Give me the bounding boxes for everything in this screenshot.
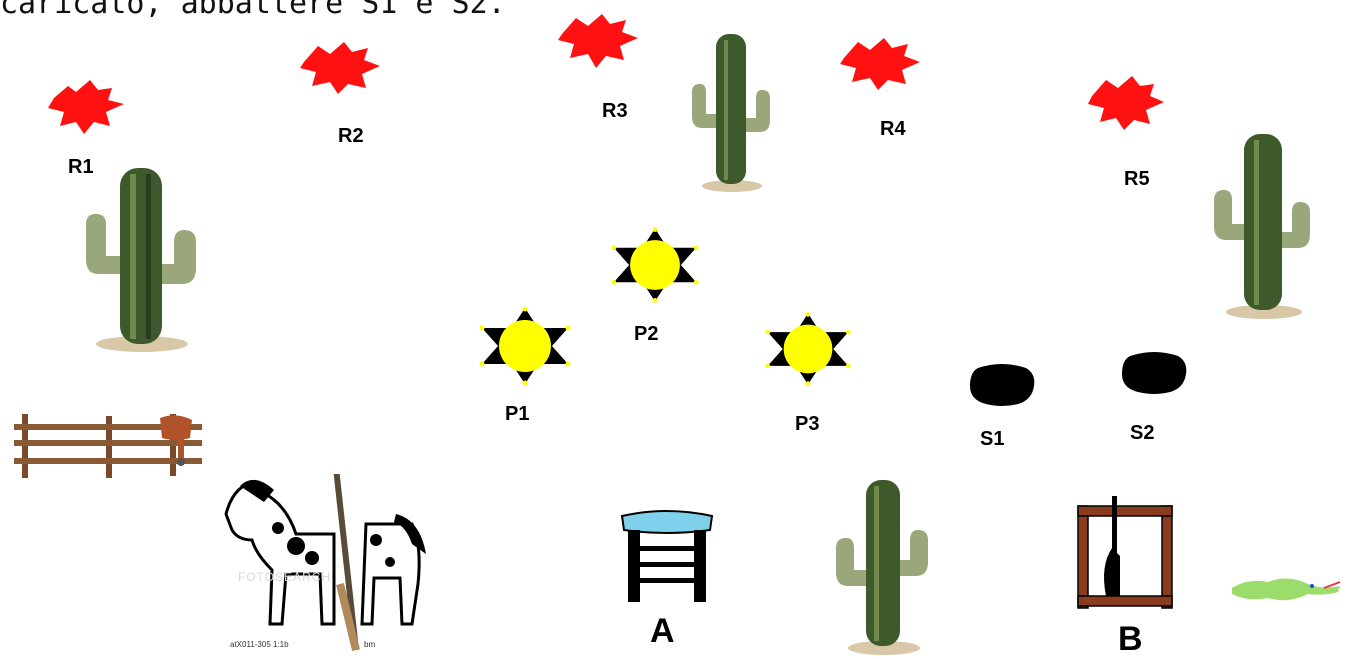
plate-s2-label: S2 <box>1130 422 1154 445</box>
station-a-label: A <box>650 612 675 651</box>
star-p2-icon <box>610 226 700 304</box>
horse-caption-2: bm <box>364 640 375 649</box>
target-r5-label: R5 <box>1124 168 1150 191</box>
target-r3-shape <box>556 12 640 70</box>
plate-s1-shape <box>968 362 1036 408</box>
lizard-icon <box>1228 570 1344 608</box>
station-a-table-icon <box>618 508 716 604</box>
target-r1-shape <box>46 78 126 136</box>
horse-caption: atX011-305 1:1b <box>230 640 289 649</box>
target-r2-shape <box>298 40 382 96</box>
star-p3-icon <box>764 310 852 388</box>
target-r4-label: R4 <box>880 118 906 141</box>
target-r3-label: R3 <box>602 100 628 123</box>
cactus-icon <box>688 32 774 194</box>
position-p3-label: P3 <box>795 413 819 436</box>
position-p1-label: P1 <box>505 403 529 426</box>
top-caption: caricato, abbattere S1 e S2. <box>0 0 506 21</box>
fence-saddle-icon <box>10 410 202 482</box>
station-b-rifle-rack-icon <box>1072 496 1178 612</box>
plate-s2-shape <box>1120 350 1188 396</box>
target-r5-shape <box>1086 74 1166 132</box>
station-b-label: B <box>1118 620 1143 659</box>
horse-watermark: FOTOSEARCH <box>238 570 331 584</box>
horse-image <box>216 474 428 652</box>
cactus-icon <box>1210 130 1316 322</box>
cactus-icon <box>832 476 932 656</box>
target-r4-shape <box>838 36 922 92</box>
target-r2-label: R2 <box>338 125 364 148</box>
plate-s1-label: S1 <box>980 428 1004 451</box>
star-p1-icon <box>478 306 572 386</box>
position-p2-label: P2 <box>634 323 658 346</box>
cactus-icon <box>78 164 204 354</box>
